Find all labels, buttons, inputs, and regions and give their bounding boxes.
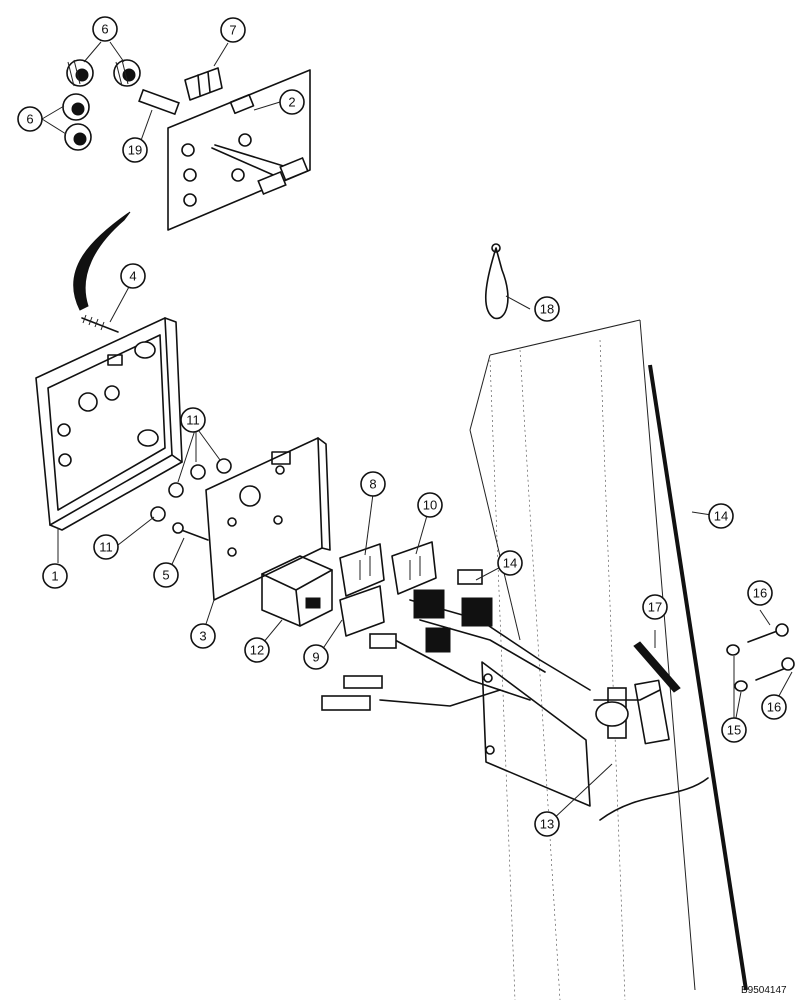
screw-5 [172,522,209,541]
svg-text:3: 3 [199,629,206,644]
callout-5: 5 [153,562,179,588]
svg-text:15: 15 [727,723,741,738]
callout-11-top: 11 [180,407,206,433]
svg-text:6: 6 [26,112,33,127]
svg-text:4: 4 [129,269,136,284]
bulb-socket [138,88,180,116]
washers-15 [726,644,748,692]
svg-text:1: 1 [51,569,58,584]
svg-text:16: 16 [767,700,781,715]
callout-6-top: 6 [92,16,118,42]
callout-11-bottom: 11 [93,534,119,560]
tie-strap [484,243,509,320]
svg-text:6: 6 [101,22,108,37]
callout-9: 9 [303,644,329,670]
svg-text:9: 9 [312,650,319,665]
callout-16-top: 16 [747,580,773,606]
callout-14-post: 14 [708,503,734,529]
callout-18: 18 [534,296,560,322]
retainer-clips [184,67,223,101]
indicator-lamps [62,59,141,151]
svg-text:10: 10 [423,498,437,513]
gasket-strip [633,641,681,693]
callout-8: 8 [360,471,386,497]
shutoff-valve [593,679,670,745]
svg-text:17: 17 [648,600,662,615]
svg-text:14: 14 [503,556,517,571]
mounting-plate [205,437,331,601]
callout-1: 1 [42,563,68,589]
callout-12: 12 [244,637,270,663]
svg-text:12: 12 [250,643,264,658]
callout-2: 2 [279,89,305,115]
top-panel-plate [167,69,311,231]
relay [261,555,333,627]
callout-7: 7 [220,17,246,43]
valve-bracket [481,661,709,821]
drawing-number: B9504147 [741,985,787,996]
switch-8 [339,543,385,637]
svg-text:13: 13 [540,817,554,832]
svg-text:16: 16 [753,586,767,601]
callout-4: 4 [120,263,146,289]
svg-text:7: 7 [229,23,236,38]
svg-text:8: 8 [369,477,376,492]
console-box [35,317,183,531]
callout-15: 15 [721,717,747,743]
svg-text:19: 19 [128,143,142,158]
svg-text:11: 11 [186,413,200,428]
wiring-harness [321,569,591,711]
callout-14-harness: 14 [497,550,523,576]
svg-text:11: 11 [99,540,113,555]
svg-text:18: 18 [540,302,554,317]
callout-13: 13 [534,811,560,837]
nuts-11 [150,458,232,522]
callout-17: 17 [642,594,668,620]
callout-6-left: 6 [17,106,43,132]
assembly-arrow [73,211,131,311]
svg-text:5: 5 [162,568,169,583]
svg-text:14: 14 [714,509,728,524]
callout-10: 10 [417,492,443,518]
switch-10 [391,541,437,595]
svg-text:2: 2 [288,95,295,110]
screw-4 [81,314,119,333]
callout-3: 3 [190,623,216,649]
callout-19: 19 [122,137,148,163]
upright-post [469,319,748,1000]
bolts-16 [747,623,795,681]
callout-16-bottom: 16 [761,694,787,720]
